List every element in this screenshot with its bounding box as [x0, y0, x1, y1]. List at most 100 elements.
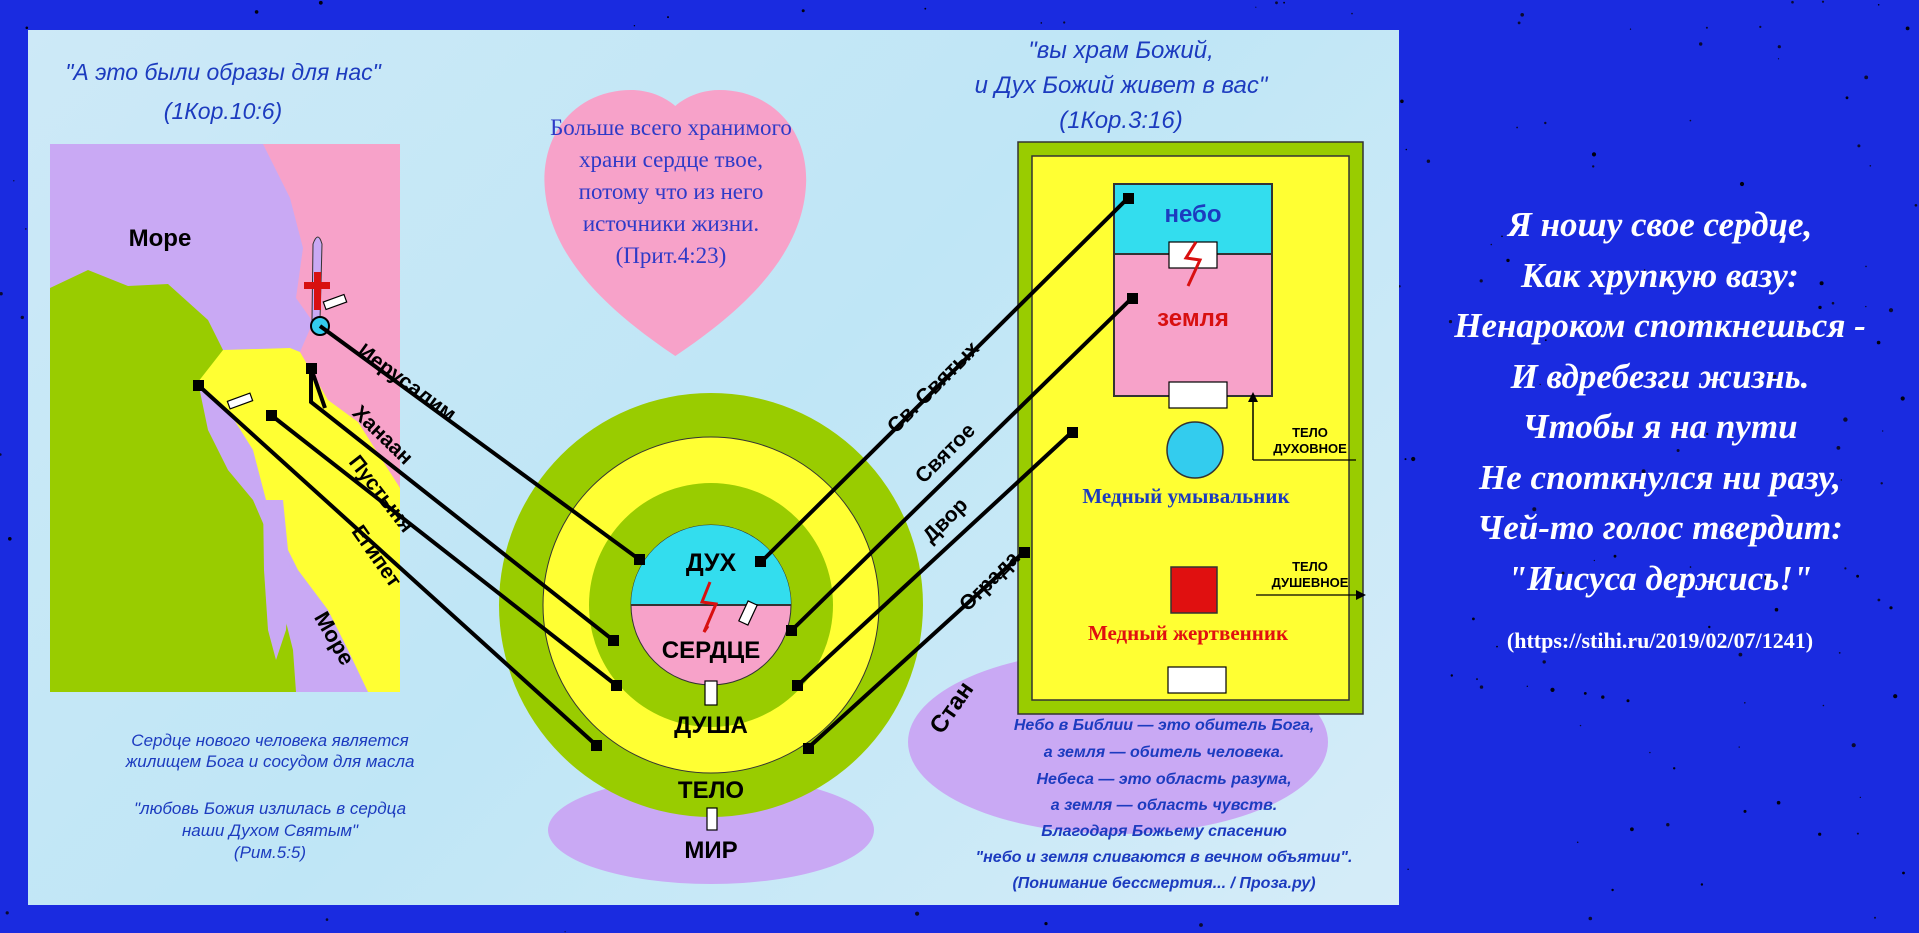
right-note-line-7: (Понимание бессмертия... / Проза.ру)	[1012, 875, 1315, 892]
star-speck	[1821, 0, 1825, 3]
right-quote-line-3: (1Кор.3:16)	[1059, 107, 1183, 134]
star-speck	[1407, 868, 1409, 870]
altar-label: Медный жертвенник	[1088, 621, 1289, 645]
concentric-circles: ДУХ СЕРДЦЕ ДУША ТЕЛО МИР	[499, 393, 923, 884]
line-court-soul	[795, 430, 1074, 688]
diagram-panel: Море Море Больше всего хранимого храни с…	[28, 30, 1399, 905]
body-soul-label-1: ТЕЛО	[1292, 559, 1328, 574]
right-quote-line-2: и Дух Божий живет в вас"	[975, 72, 1269, 99]
star-speck	[1877, 4, 1880, 6]
label-holy-of-holies: Св. Святых	[883, 337, 984, 438]
star-speck	[1044, 922, 1048, 926]
right-note-line-4: а земля — область чувств.	[1051, 797, 1277, 814]
star-speck	[1592, 165, 1595, 168]
star-speck	[1856, 832, 1859, 835]
left-note-line-5: (Рим.5:5)	[234, 843, 306, 862]
map-canaan-region	[263, 144, 400, 488]
heaven-label: небо	[1164, 201, 1221, 228]
star-speck	[924, 7, 927, 10]
star-speck	[1851, 743, 1856, 748]
endpoint-spirit-right	[755, 556, 766, 567]
poem-line-3: Ненароком споткнешься -	[1454, 306, 1866, 345]
right-note-line-6: "небо и земля сливаются в вечном объятии…	[976, 849, 1353, 866]
star-speck	[0, 453, 2, 456]
star-speck	[1588, 916, 1593, 921]
heart-text: Больше всего хранимого храни сердце твое…	[550, 115, 792, 268]
star-speck	[1517, 21, 1521, 25]
heart-shape	[544, 90, 807, 356]
star-speck	[1845, 96, 1849, 100]
star-speck	[1404, 458, 1407, 461]
star-speck	[1591, 152, 1597, 157]
line-canaan-heart	[309, 367, 327, 409]
map: Море Море	[50, 144, 400, 692]
label-fence: Ограда	[955, 547, 1024, 616]
star-speck	[13, 180, 15, 182]
star-speck	[1689, 119, 1692, 122]
star-speck	[1626, 699, 1630, 703]
star-speck	[1400, 99, 1404, 104]
star-speck	[1776, 800, 1781, 805]
holy-place-door	[1168, 381, 1228, 409]
body-label: ТЕЛО	[678, 777, 744, 804]
star-speck	[1630, 827, 1634, 832]
earth-label: земля	[1157, 305, 1229, 332]
star-speck	[0, 292, 3, 296]
right-note-line-2: а земля — обитель человека.	[1044, 744, 1285, 761]
lightning-icon	[699, 581, 719, 633]
star-speck	[1063, 21, 1066, 24]
left-note-line-3: "любовь Божия излилась в сердца	[134, 799, 406, 818]
connector-lines	[196, 196, 1134, 750]
star-speck	[633, 25, 636, 27]
body-spiritual-label-2: ДУХОВНОЕ	[1273, 441, 1347, 456]
star-speck	[1774, 607, 1779, 612]
left-note-line-1: Сердце нового человека является	[131, 731, 408, 750]
temple: небо земля Медный умывальник Медный жерт…	[1017, 141, 1366, 715]
body-spiritual-arrow-head	[1248, 392, 1258, 402]
star-speck	[1542, 660, 1546, 664]
star-speck	[1699, 42, 1703, 46]
star-speck	[1550, 687, 1555, 693]
star-speck	[1905, 26, 1910, 31]
star-speck	[1864, 75, 1869, 80]
star-speck	[325, 918, 329, 921]
heart-text-line-1: Больше всего хранимого	[550, 115, 792, 140]
star-speck	[1791, 0, 1794, 4]
poem-line-6: Не споткнулся ни разу,	[1479, 457, 1841, 497]
map-sea-top-label: Море	[129, 225, 192, 252]
star-speck	[667, 16, 669, 19]
poem-line-1: Я ношу свое сердце,	[1507, 205, 1813, 244]
endpoint-desert	[266, 410, 277, 421]
jerusalem-marker-bar	[322, 293, 348, 311]
soul-label: ДУША	[674, 712, 748, 739]
star-speck	[1743, 809, 1747, 813]
star-speck	[1700, 883, 1704, 886]
endpoint-heart-right	[786, 625, 797, 636]
star-speck	[1822, 704, 1825, 707]
label-court: Двор	[918, 493, 972, 547]
right-note-line-5: Благодаря Божьему спасению	[1041, 823, 1287, 840]
line-fence-body	[806, 550, 1026, 750]
endpoint-court	[1067, 427, 1078, 438]
star-speck	[1739, 181, 1745, 187]
star-speck	[1526, 685, 1529, 687]
star-speck	[1520, 13, 1524, 17]
endpoint-soul-right	[792, 680, 803, 691]
poem-line-8: "Иисуса держись!"	[1507, 558, 1813, 598]
poem: Я ношу свое сердце, Как хрупкую вазу: Не…	[1410, 200, 1910, 604]
star-speck	[1744, 702, 1746, 704]
line-jerusalem-spirit	[318, 324, 642, 562]
star-speck	[1450, 674, 1454, 677]
star-speck	[1889, 606, 1893, 610]
star-speck	[1405, 148, 1408, 151]
right-note-line-1: Небо в Библии — это обитель Бога,	[1014, 717, 1314, 734]
heart-text-line-2: храни сердце твое,	[579, 147, 763, 172]
star-speck	[1472, 617, 1475, 621]
poem-source: (https://stihi.ru/2019/02/07/1241)	[1506, 628, 1814, 653]
poem-line-2: Как хрупкую вазу:	[1521, 255, 1799, 295]
star-speck	[1255, 6, 1257, 8]
heart-text-line-5: (Прит.4:23)	[616, 243, 727, 268]
poem-line-4: И вдребезги жизнь.	[1510, 356, 1810, 396]
heart-text-line-3: потому что из него	[579, 179, 764, 204]
star-speck	[1629, 28, 1632, 30]
